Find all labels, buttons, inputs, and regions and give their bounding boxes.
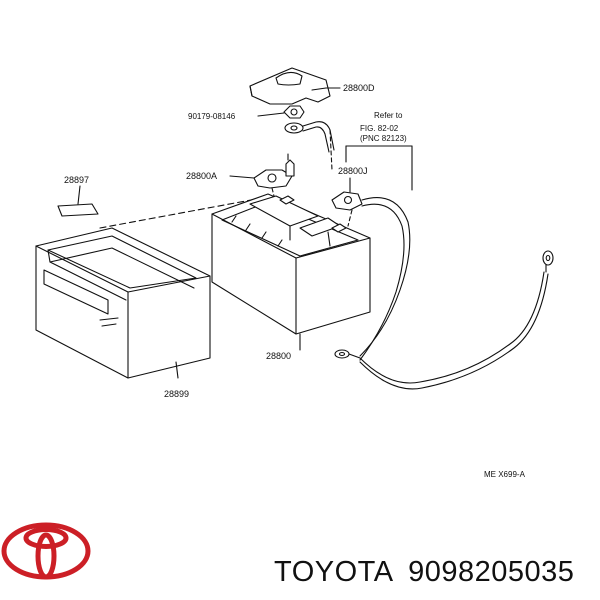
label-battery: 28800 [266, 351, 291, 361]
brand-part-number: TOYOTA 9098205035 [274, 556, 574, 589]
refer-bracket [345, 145, 413, 191]
battery [211, 193, 371, 351]
battery-tray [35, 227, 211, 379]
ground-cable [334, 197, 554, 390]
label-clamp-pos: 28800A [186, 171, 217, 181]
negative-clamp [331, 177, 363, 227]
negative-cable-top [284, 121, 335, 171]
terminal-cover [249, 67, 341, 105]
ref-code: ME X699-A [484, 470, 526, 479]
brand-name: TOYOTA [274, 556, 394, 588]
label-refer-3: (PNC 82123) [360, 134, 407, 143]
toyota-logo-icon [1, 522, 91, 580]
positive-clamp [229, 153, 295, 205]
label-insulator: 28897 [64, 175, 89, 185]
label-clamp-neg: 28800J [338, 166, 368, 176]
label-refer-2: FIG. 82-02 [360, 124, 399, 133]
label-tray: 28899 [164, 389, 189, 399]
nut-part [257, 105, 305, 119]
dashed-leader [99, 197, 263, 229]
label-cover: 28800D [343, 83, 375, 93]
insulator-pad [57, 185, 99, 217]
label-bolt: 90179-08146 [188, 112, 236, 121]
label-refer-1: Refer to [374, 111, 403, 120]
part-number: 9098205035 [408, 556, 575, 588]
